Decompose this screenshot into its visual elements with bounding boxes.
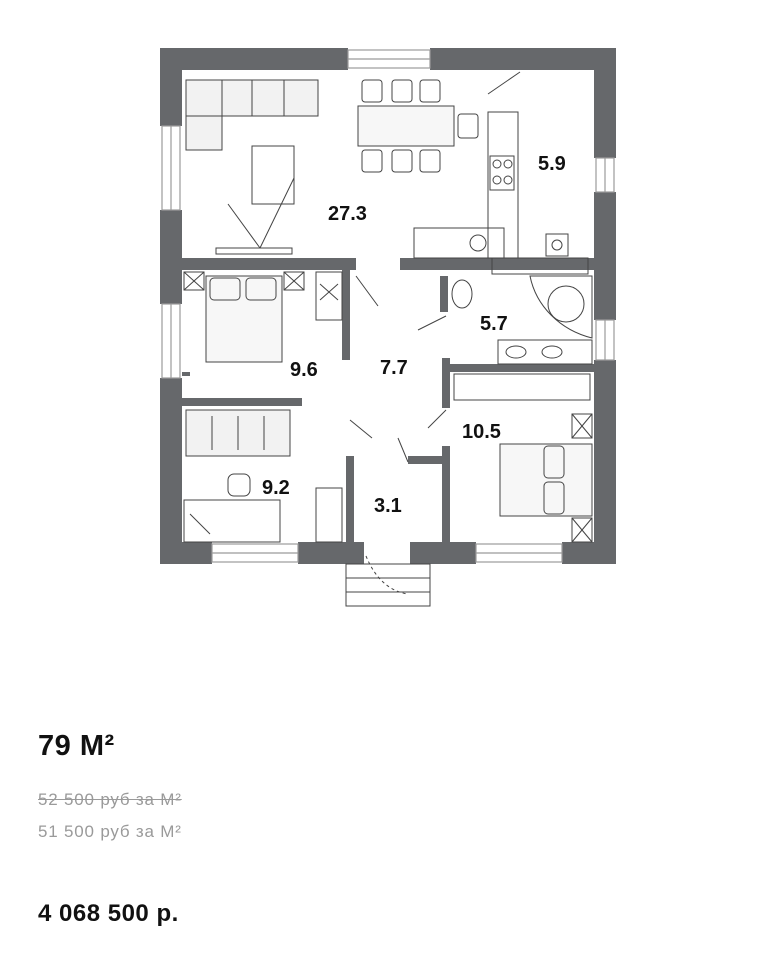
room-area-bedroom-left: 9.6 (290, 359, 318, 381)
room-area-bathroom: 5.7 (480, 313, 508, 335)
price-per-m2: 51 500 руб за М² (38, 822, 182, 841)
furniture (183, 71, 593, 607)
room-area-bedroom-right: 10.5 (462, 421, 501, 443)
room-labels: 27.3 5.9 5.7 9.6 7.7 10.5 9.2 3.1 (262, 153, 566, 517)
old-price-per-m2: 52 500 руб за М² (38, 790, 182, 809)
interior-walls (182, 258, 594, 542)
room-area-study: 9.2 (262, 477, 290, 499)
room-area-hall: 7.7 (380, 357, 408, 379)
floor-plan: 27.3 5.9 5.7 9.6 7.7 10.5 9.2 3.1 (160, 48, 616, 607)
room-area-living-kitchen: 27.3 (328, 203, 367, 225)
room-area-entry: 3.1 (374, 495, 402, 517)
room-area-kitchen-corner: 5.9 (538, 153, 566, 175)
total-price: 4 068 500 р. (38, 900, 179, 927)
total-area: 79 М² (38, 730, 115, 762)
windows (161, 49, 615, 563)
outer-walls (160, 48, 616, 564)
